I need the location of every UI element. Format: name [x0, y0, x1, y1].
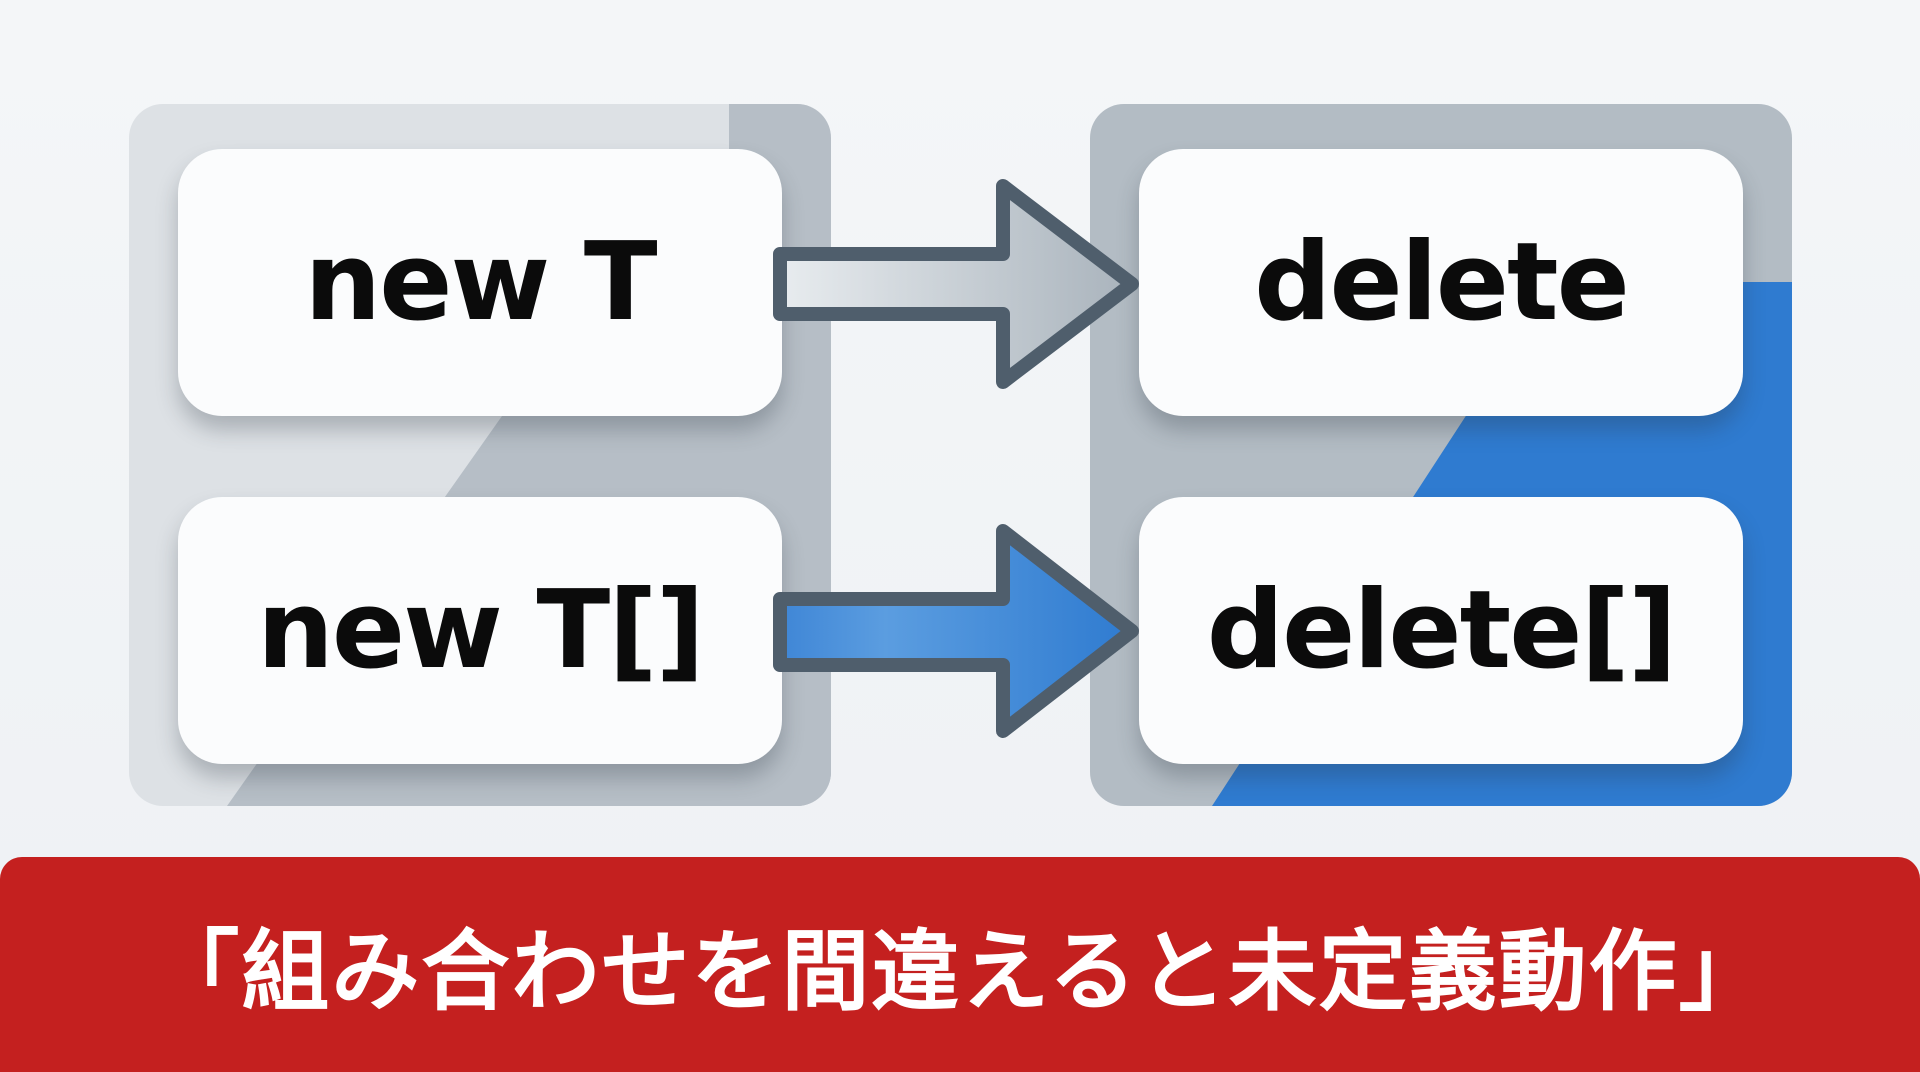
delete-single-card: delete [1139, 149, 1743, 416]
new-array-card: new T[] [178, 497, 782, 764]
delete-array-card: delete[] [1139, 497, 1743, 764]
new-single-card: new T [178, 149, 782, 416]
delete-array-label: delete[] [1206, 568, 1677, 693]
new-single-label: new T [304, 220, 657, 345]
arrow-right-icon [773, 524, 1139, 738]
delete-single-label: delete [1254, 220, 1630, 345]
warning-caption: 「組み合わせを間違えると未定義動作」 [151, 920, 1769, 1023]
new-array-label: new T[] [257, 568, 705, 693]
arrow-right-icon [773, 179, 1139, 389]
warning-banner: 「組み合わせを間違えると未定義動作」 [0, 857, 1920, 1072]
